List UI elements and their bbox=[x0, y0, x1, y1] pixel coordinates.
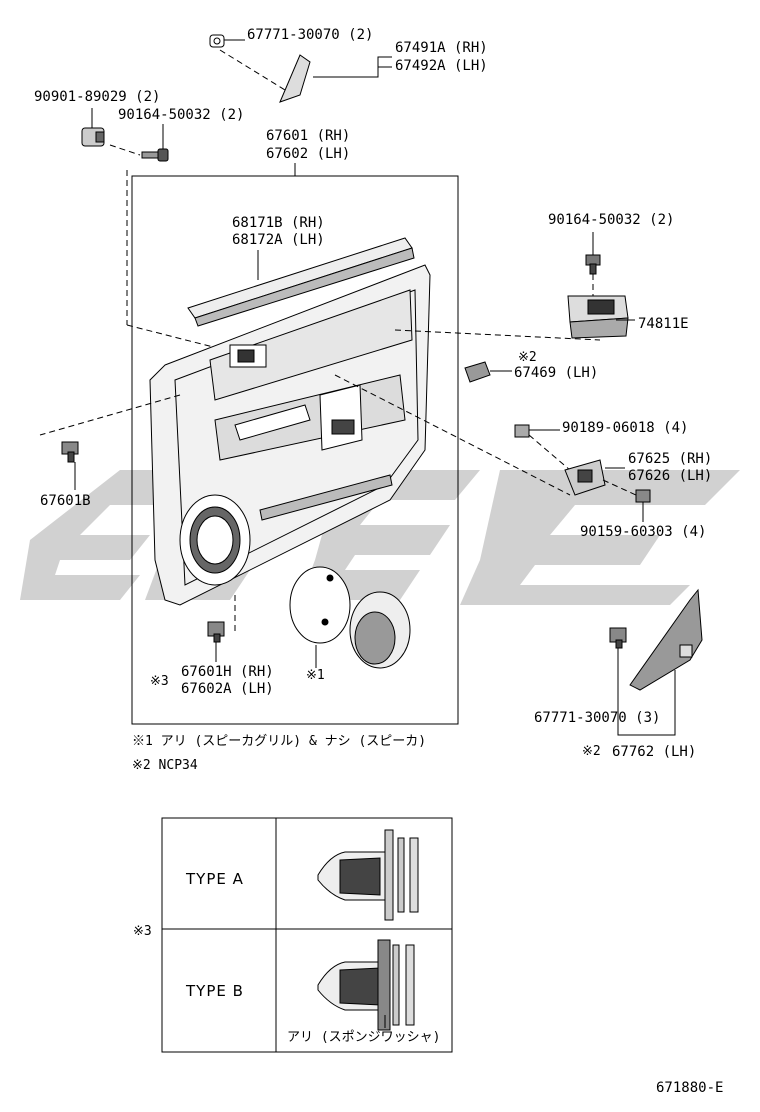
label-cover-lh-mark: ※2 bbox=[582, 744, 601, 759]
label-screw-right: 90164-50032 (2) bbox=[548, 212, 675, 228]
speaker-grille-icon bbox=[289, 566, 351, 644]
dashed-screw-handle bbox=[602, 479, 637, 496]
speaker-icon bbox=[349, 591, 411, 669]
label-clip-h-mark: ※3 bbox=[150, 674, 169, 689]
nut-icon bbox=[514, 424, 530, 438]
clip-board-icon bbox=[61, 441, 79, 463]
clip-type-a-icon bbox=[317, 829, 419, 921]
dashed-switch bbox=[394, 329, 601, 341]
switch-panel-icon bbox=[567, 295, 629, 339]
table-row-type-b: TYPE B bbox=[186, 982, 244, 1000]
dashed-screw bbox=[109, 144, 141, 156]
dashed-clip-top bbox=[219, 49, 286, 91]
label-ncp-mark: ※2 bbox=[518, 350, 537, 365]
dashed-handle bbox=[334, 374, 571, 496]
label-bracket-lh: 67469 (LH) bbox=[514, 365, 599, 381]
label-clip-bottom-right: 67771-30070 (3) bbox=[534, 710, 661, 726]
label-nut: 90189-06018 (4) bbox=[562, 420, 689, 436]
label-clip-h-rh: 67601H (RH) bbox=[181, 664, 274, 680]
label-clip-left: 90901-89029 (2) bbox=[34, 89, 161, 105]
dashed-left-diag bbox=[126, 324, 226, 351]
label-board-lh: 67602 (LH) bbox=[266, 146, 351, 162]
label-clip-top: 67771-30070 (2) bbox=[247, 27, 374, 43]
label-weatherstrip-lh: 68172A (LH) bbox=[232, 232, 325, 248]
label-speaker-mark: ※1 bbox=[306, 668, 325, 683]
clip-type-b-icon bbox=[317, 939, 415, 1031]
inside-handle-icon bbox=[564, 459, 606, 496]
label-screw-top: 90164-50032 (2) bbox=[118, 107, 245, 123]
label-clip-h-lh: 67602A (LH) bbox=[181, 681, 274, 697]
leader-rear-cover bbox=[617, 670, 676, 736]
figure-id: 671880-E bbox=[656, 1080, 724, 1096]
dashed-nut bbox=[528, 434, 571, 471]
table-side-mark: ※3 bbox=[133, 924, 152, 939]
screw-handle-icon bbox=[635, 489, 651, 503]
clip-bottom-right-icon bbox=[609, 627, 627, 649]
label-clip-board: 67601B bbox=[40, 493, 91, 509]
label-garnish-lh: 67492A (LH) bbox=[395, 58, 488, 74]
dashed-clip-board bbox=[39, 394, 181, 436]
label-weatherstrip-rh: 68171B (RH) bbox=[232, 215, 325, 231]
screw-top-icon bbox=[141, 148, 169, 162]
note-speaker: ※1 アリ (スピーカグリル) & ナシ (スピーカ) bbox=[132, 734, 427, 749]
label-handle-lh: 67626 (LH) bbox=[628, 468, 713, 484]
bracket-icon bbox=[464, 361, 491, 383]
label-handle-rh: 67625 (RH) bbox=[628, 451, 713, 467]
label-garnish-rh: 67491A (RH) bbox=[395, 40, 488, 56]
clip-type-table bbox=[161, 817, 453, 1053]
garnish-triangle-icon bbox=[279, 54, 311, 103]
label-switch-panel: 74811E bbox=[638, 316, 689, 332]
label-cover-lh: 67762 (LH) bbox=[612, 744, 697, 760]
clip-top-icon bbox=[209, 34, 225, 48]
door-trim-board-icon bbox=[149, 264, 431, 606]
clip-h-icon bbox=[207, 621, 225, 643]
table-row-type-a: TYPE A bbox=[186, 870, 244, 888]
weatherstrip-icon bbox=[187, 237, 415, 327]
label-screw-handle: 90159-60303 (4) bbox=[580, 524, 707, 540]
clip-left-icon bbox=[81, 127, 105, 147]
label-board-rh: 67601 (RH) bbox=[266, 128, 351, 144]
table-type-b-caption: アリ (スポンジワッシャ) bbox=[287, 1030, 441, 1045]
rear-cover-icon bbox=[629, 588, 703, 691]
screw-right-icon bbox=[585, 254, 601, 275]
note-ncp34: ※2 NCP34 bbox=[132, 758, 198, 773]
